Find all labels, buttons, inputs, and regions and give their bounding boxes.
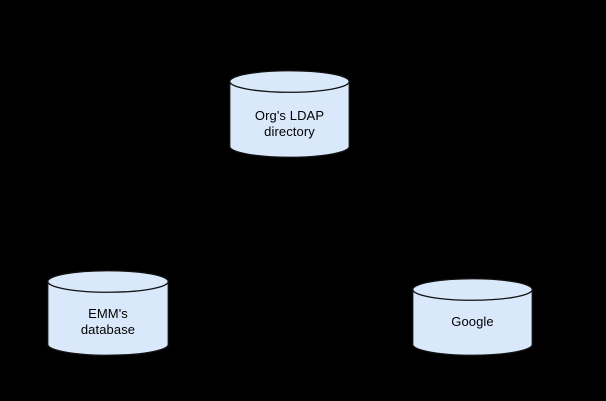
cylinder-shape-icon xyxy=(47,270,169,356)
cylinder-shape-icon xyxy=(412,278,533,356)
node-google[interactable]: Google xyxy=(412,278,533,356)
node-org-ldap-directory[interactable]: Org's LDAP directory xyxy=(229,70,350,158)
node-emm-database[interactable]: EMM's database xyxy=(47,270,169,356)
cylinder-shape-icon xyxy=(229,70,350,158)
